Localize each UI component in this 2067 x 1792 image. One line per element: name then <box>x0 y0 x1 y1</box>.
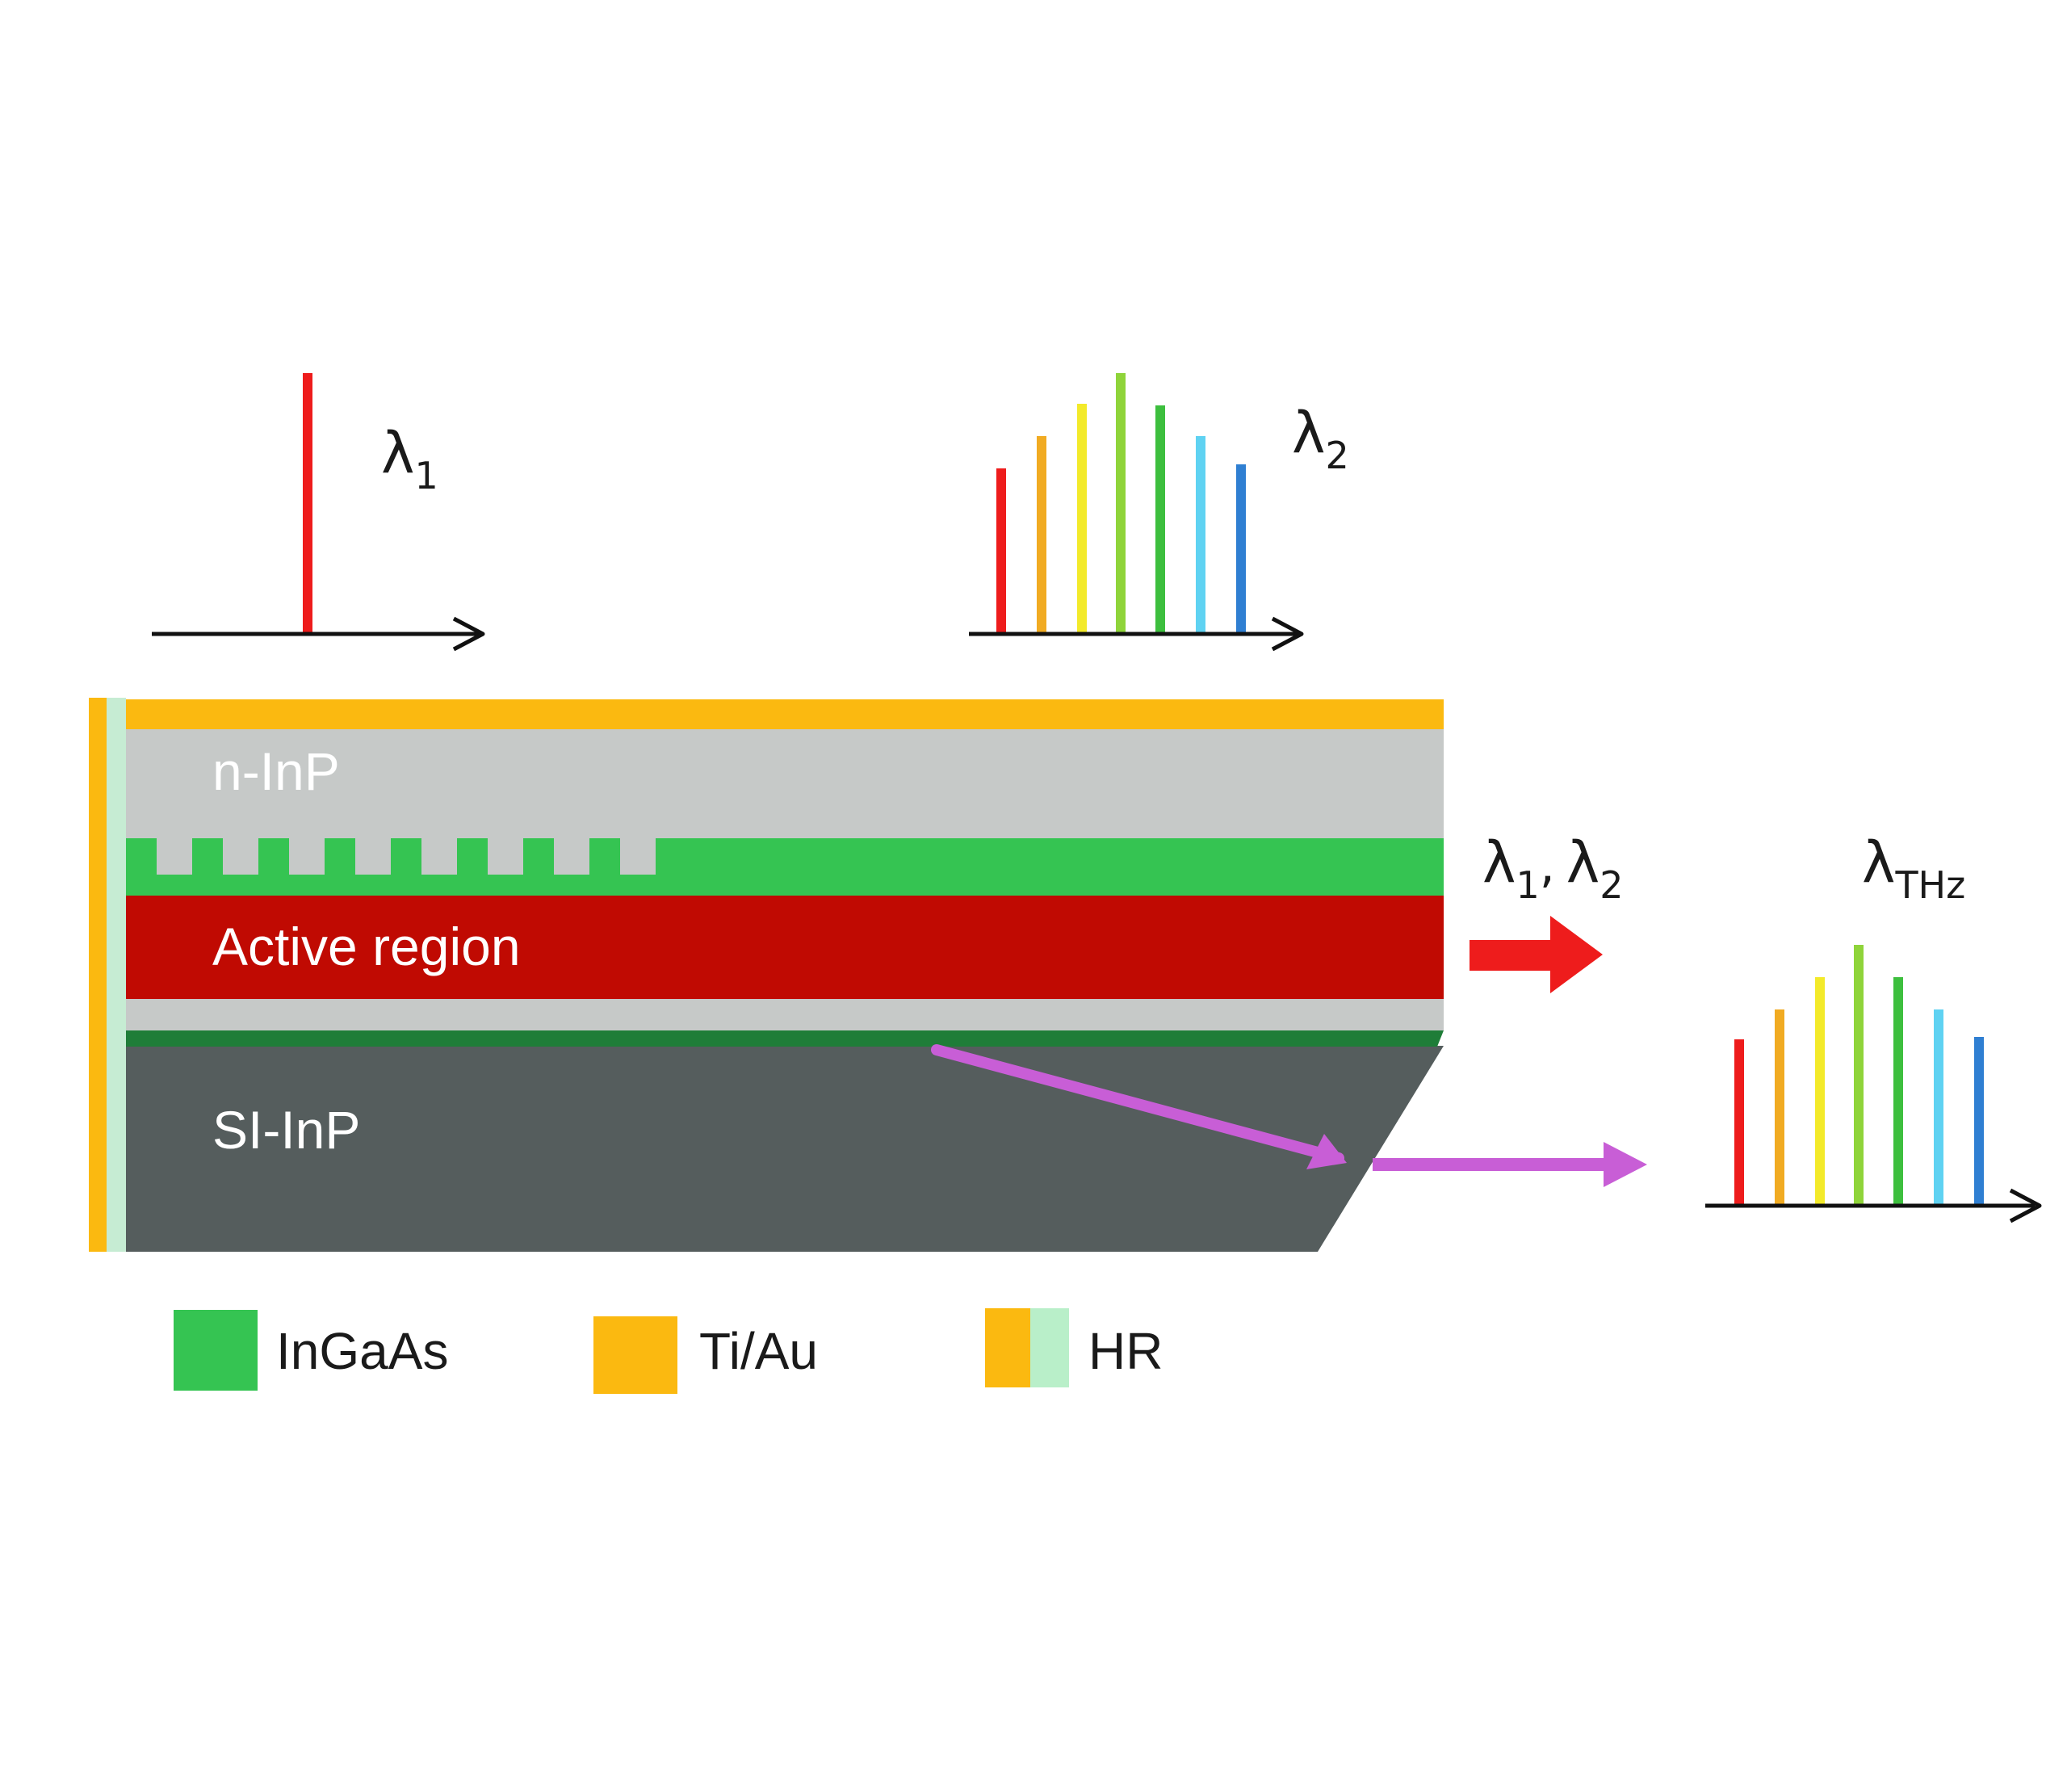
ti-au-top-contact <box>126 699 1444 729</box>
hr-gold-strip <box>89 698 107 1252</box>
legend-item-hr: HR <box>985 1308 1163 1387</box>
hr-coating-strip <box>107 698 126 1252</box>
dfb-grating <box>157 838 656 875</box>
legend-swatch <box>593 1316 677 1394</box>
lambda-1-2-label: λ1,λ2 <box>1482 829 1624 907</box>
thz-output <box>1373 1142 1647 1187</box>
legend-swatch <box>174 1310 258 1391</box>
spectrum-axis <box>152 616 485 652</box>
n-inp-label: n-InP <box>212 741 340 801</box>
legend-label: InGaAs <box>276 1322 448 1380</box>
legend-swatch <box>1030 1308 1069 1387</box>
n-inp-layer <box>126 729 1444 838</box>
lower-cladding <box>126 999 1444 1030</box>
lambda-thz-label: λTHz <box>1862 829 1965 907</box>
lambda-1-label: λ1 <box>381 420 438 497</box>
legend-item-ti-au: Ti/Au <box>593 1316 818 1394</box>
ingaas-contact-layer <box>126 1030 1444 1047</box>
arrow-right-icon <box>1271 616 1304 652</box>
thick-arrow-right-icon <box>1470 916 1603 993</box>
arrow-right-icon <box>2009 1188 2042 1223</box>
active-region-label: Active region <box>212 917 521 976</box>
spectrum-axis <box>969 616 1304 652</box>
lambda-2-label: λ2 <box>1292 400 1349 477</box>
legend-label: Ti/Au <box>699 1322 818 1380</box>
legend-item-ingaas: InGaAs <box>174 1310 448 1391</box>
arrow-head-icon <box>1306 1134 1347 1169</box>
arrow-right-icon <box>452 616 485 652</box>
spectrum-axis <box>1705 1188 2042 1223</box>
arrow-right-icon <box>1604 1142 1647 1187</box>
legend-swatch <box>985 1308 1030 1387</box>
ingaas-grating-layer <box>126 838 1444 896</box>
active-region <box>126 896 1444 999</box>
spectrum-input: λ1 <box>152 373 485 652</box>
legend-label: HR <box>1088 1322 1163 1380</box>
thz-ray-internal <box>931 1044 1347 1169</box>
si-inp-label: SI-InP <box>212 1100 360 1160</box>
spectrum-comb: λ2 <box>969 373 1349 652</box>
spectrum-thz: λTHz <box>1705 829 2042 1223</box>
legend: InGaAs Ti/Au HR <box>174 1308 1163 1394</box>
device-structure: n-InP Active region SI-InP <box>89 698 1444 1252</box>
optical-output: λ1,λ2 <box>1470 829 1624 993</box>
